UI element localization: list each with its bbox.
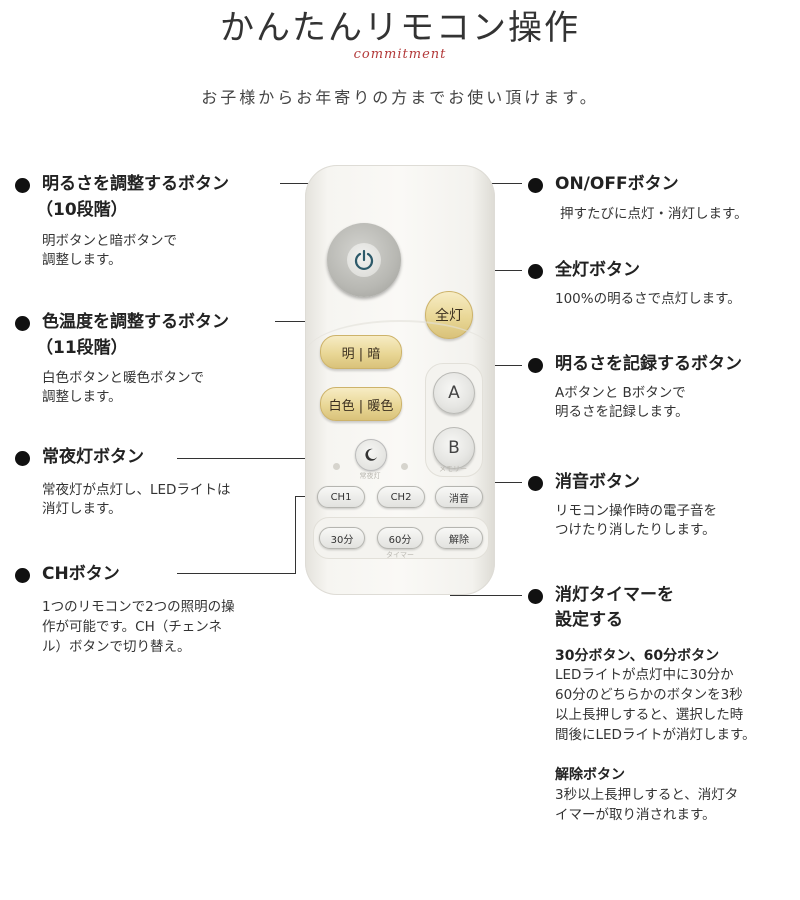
power-icon	[347, 243, 381, 277]
page-subtitle: commitment	[353, 47, 447, 62]
bullet-icon	[15, 568, 30, 583]
mute-heading: 消音ボタン	[555, 472, 640, 492]
bullet-icon	[15, 178, 30, 193]
page-title: かんたんリモコン操作	[220, 8, 580, 48]
timer-heading-2: 設定する	[555, 610, 623, 630]
remote-control: 全灯 明 | 暗 白色 | 暖色 A B メモリー 常夜灯 CH1 CH2 消音…	[305, 165, 495, 595]
color-temp-desc-2: 調整します。	[42, 389, 122, 405]
ch-desc-2: 作が可能です。CH（チェンネ	[42, 619, 222, 635]
timer-30-button[interactable]: 30分	[319, 527, 365, 549]
night-light-heading: 常夜灯ボタン	[42, 447, 144, 467]
timer-30-60-desc-2: 60分のどちらかのボタンを3秒	[555, 687, 743, 703]
color-temp-heading: 色温度を調整するボタン	[42, 312, 229, 332]
ch1-button[interactable]: CH1	[317, 486, 365, 508]
panel-divider	[305, 320, 495, 362]
brightness-desc-2: 調整します。	[42, 252, 122, 268]
timer-cancel-desc-1: 3秒以上長押しすると、消灯タ	[555, 787, 739, 803]
color-temp-desc-1: 白色ボタンと暖色ボタンで	[42, 370, 204, 386]
bullet-icon	[528, 264, 543, 279]
timer-30-60-desc-4: 間後にLEDライトが消灯します。	[555, 727, 756, 743]
night-light-desc-2: 消灯します。	[42, 501, 122, 517]
ch-heading: CHボタン	[42, 564, 120, 584]
timer-60-button[interactable]: 60分	[377, 527, 423, 549]
mute-desc-2: つけたり消したりします。	[555, 522, 716, 538]
memory-desc-2: 明るさを記録します。	[555, 404, 689, 420]
timer-30-60-heading: 30分ボタン、60分ボタン	[555, 648, 720, 664]
night-light-desc-1: 常夜灯が点灯し、LEDライトは	[42, 482, 231, 498]
timer-cancel-heading: 解除ボタン	[555, 767, 625, 783]
brightness-steps: （10段階）	[36, 200, 128, 220]
ch2-button[interactable]: CH2	[377, 486, 425, 508]
timer-30-60-desc-1: LEDライトが点灯中に30分か	[555, 667, 734, 683]
timer-label: タイマー	[386, 551, 414, 559]
bullet-icon	[15, 316, 30, 331]
ch-desc-3: ル）ボタンで切り替え。	[42, 639, 191, 655]
all-on-heading: 全灯ボタン	[555, 260, 640, 280]
ch2-indicator	[401, 463, 408, 470]
bullet-icon	[528, 476, 543, 491]
mute-desc-1: リモコン操作時の電子音を	[555, 503, 717, 519]
bullet-icon	[15, 451, 30, 466]
night-light-button[interactable]	[355, 439, 387, 471]
brightness-desc-1: 明ボタンと暗ボタンで	[42, 233, 177, 249]
all-on-desc: 100%の明るさで点灯します。	[555, 291, 741, 307]
timer-cancel-button[interactable]: 解除	[435, 527, 483, 549]
brightness-heading: 明るさを調整するボタン	[42, 174, 229, 194]
ch1-indicator	[333, 463, 340, 470]
bright-dark-button[interactable]: 明 | 暗	[320, 335, 402, 369]
night-light-label: 常夜灯	[359, 472, 381, 480]
memory-heading: 明るさを記録するボタン	[555, 354, 742, 374]
bullet-icon	[528, 178, 543, 193]
memory-label: メモリー	[439, 465, 467, 473]
on-off-heading: ON/OFFボタン	[555, 174, 679, 194]
color-temp-steps: （11段階）	[36, 338, 128, 358]
bullet-icon	[528, 358, 543, 373]
on-off-desc: 押すたびに点灯・消灯します。	[560, 206, 748, 222]
power-button[interactable]	[327, 223, 401, 297]
memory-desc-1: Aボタンと Bボタンで	[555, 385, 686, 401]
memory-a-button[interactable]: A	[433, 372, 475, 414]
timer-cancel-desc-2: イマーが取り消されます。	[555, 807, 716, 823]
mute-button[interactable]: 消音	[435, 486, 483, 508]
timer-30-60-desc-3: 以上長押しすると、選択した時	[555, 707, 744, 723]
memory-b-button[interactable]: B	[433, 427, 475, 469]
timer-heading: 消灯タイマーを	[555, 585, 674, 605]
bullet-icon	[528, 589, 543, 604]
moon-icon	[365, 448, 377, 461]
color-temperature-button[interactable]: 白色 | 暖色	[320, 387, 402, 421]
ch-desc-1: 1つのリモコンで2つの照明の操	[42, 599, 235, 615]
page-tagline: お子様からお年寄りの方までお使い頂けます。	[201, 88, 599, 107]
